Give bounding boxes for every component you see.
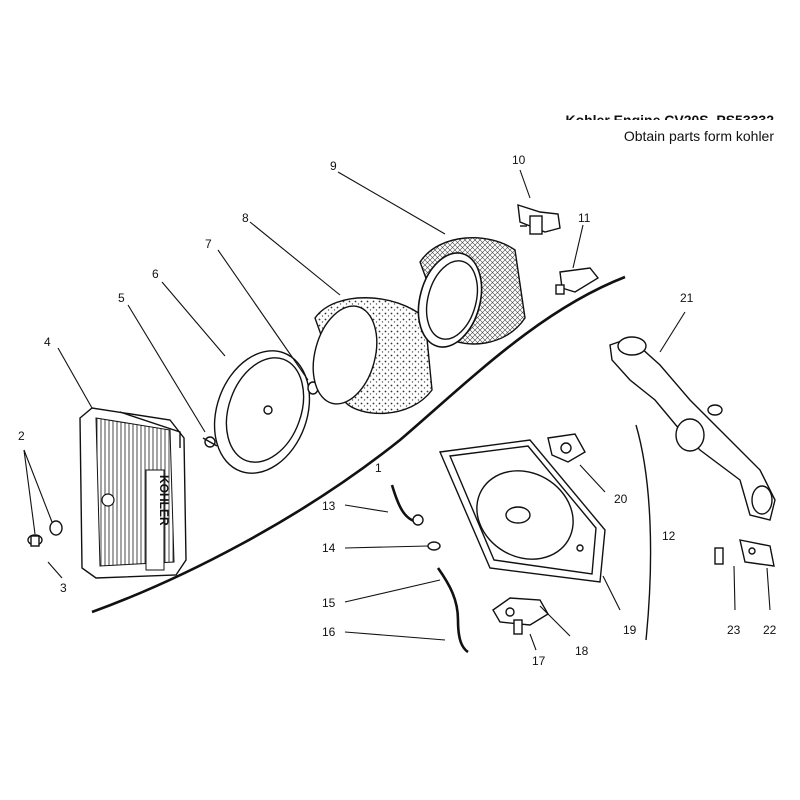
part-15-hose[interactable] [436, 567, 469, 654]
label-part-8: 8 [242, 211, 249, 225]
label-part-18: 18 [575, 644, 589, 658]
part-6-plate[interactable] [198, 337, 326, 486]
label-part-23: 23 [727, 623, 741, 637]
part-5-wing-nut[interactable] [202, 436, 218, 448]
label-part-14: 14 [322, 541, 336, 555]
label-part-7: 7 [205, 237, 212, 251]
leader-lines [23, 169, 771, 651]
label-part-10: 10 [512, 153, 526, 167]
label-part-16: 16 [322, 625, 336, 639]
part-20-gasket[interactable] [547, 433, 586, 463]
label-part-19: 19 [623, 623, 637, 637]
label-part-22: 22 [763, 623, 777, 637]
part-8-precleaner[interactable] [303, 297, 433, 415]
part-4-cover[interactable]: KOHLER [79, 407, 187, 579]
part-11-breather[interactable] [555, 267, 600, 295]
label-part-21: 21 [680, 291, 694, 305]
diagram-title: Kohler Engine CV20S–PS53332 [565, 112, 774, 120]
part-19-base[interactable] [438, 439, 606, 583]
label-part-3: 3 [60, 581, 67, 595]
label-part-12: 12 [662, 529, 676, 543]
brand-mark: KOHLER [157, 475, 171, 526]
part-23-stud[interactable] [714, 547, 724, 565]
part-22-plate[interactable] [739, 539, 775, 567]
part-14-clamp[interactable] [427, 541, 441, 551]
separator-curve [91, 275, 626, 614]
label-part-13: 13 [322, 499, 336, 513]
label-part-6: 6 [152, 267, 159, 281]
label-part-17: 17 [532, 654, 546, 668]
part-10-fitting[interactable] [517, 204, 561, 235]
part-9-filter-element[interactable] [409, 237, 526, 354]
label-part-20: 20 [614, 492, 628, 506]
label-part-4: 4 [44, 335, 51, 349]
label-part-9: 9 [330, 159, 337, 173]
label-part-15: 15 [322, 596, 336, 610]
label-part-2: 2 [18, 429, 25, 443]
part-21-manifold[interactable] [609, 336, 776, 521]
part-13-tube[interactable] [390, 484, 424, 526]
label-part-1: 1 [375, 461, 382, 475]
label-part-11: 11 [578, 211, 591, 225]
bracket-12 [635, 424, 652, 641]
diagram-subtitle: Obtain parts form kohler [623, 128, 774, 144]
part-2-knob[interactable] [27, 520, 63, 547]
label-part-5: 5 [118, 291, 125, 305]
part-17-bracket[interactable] [492, 597, 549, 635]
part-labels: 1 2 3 4 5 6 7 8 9 10 11 12 13 14 15 16 1… [18, 153, 777, 668]
